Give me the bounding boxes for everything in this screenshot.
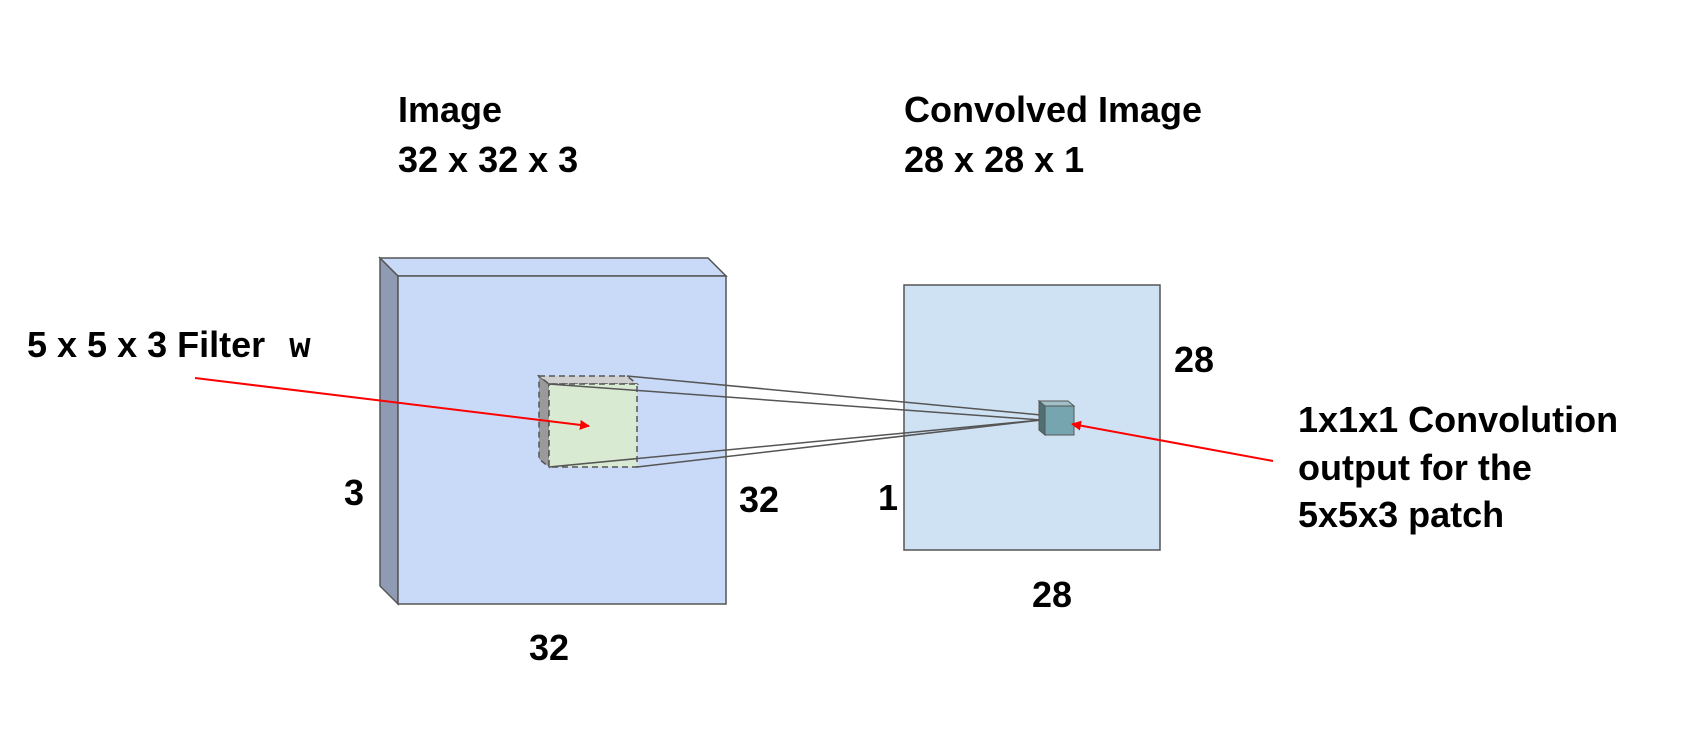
output-cell-side-face (1038, 399, 1046, 437)
projection-line-bottom (636, 419, 1042, 468)
projection-line-lower (548, 419, 1042, 468)
output-description-line-1: 1x1x1 Convolution (1298, 399, 1618, 440)
convolved-depth-label: 1 (878, 477, 898, 518)
image-depth-label: 3 (344, 472, 364, 513)
input-image-side-face (379, 256, 399, 606)
image-height-label: 32 (739, 479, 779, 520)
projection-lines (548, 375, 1042, 468)
output-description-line-2: output for the (1298, 447, 1532, 488)
output-description-line-3: 5x5x3 patch (1298, 494, 1504, 535)
filter-label-text: 5 x 5 x 3 Filter (27, 324, 275, 365)
projection-line-upper (548, 383, 1042, 421)
convolved-image-plane (903, 284, 1161, 551)
output-cell (1037, 399, 1076, 437)
convolved-image-dims: 28 x 28 x 1 (904, 139, 1084, 180)
filter-patch-top-face (536, 375, 640, 385)
convolved-image-title: Convolved Image (904, 89, 1202, 130)
filter-patch-front-face (548, 383, 638, 468)
filter-patch (536, 374, 640, 469)
output-arrow (1071, 420, 1274, 462)
output-cell-front-face (1044, 405, 1075, 436)
image-dims: 32 x 32 x 3 (398, 139, 578, 180)
filter-label: 5 x 5 x 3 Filter w (27, 324, 311, 368)
filter-symbol: w (289, 327, 311, 368)
image-width-label: 32 (529, 627, 569, 668)
projection-line-top (626, 375, 1042, 416)
output-cell-top-face (1037, 400, 1076, 407)
input-image-top-face (378, 257, 728, 277)
convolved-width-label: 28 (1032, 574, 1072, 615)
filter-arrow (194, 377, 590, 430)
convolved-height-label: 28 (1174, 339, 1214, 380)
image-title: Image (398, 89, 502, 130)
